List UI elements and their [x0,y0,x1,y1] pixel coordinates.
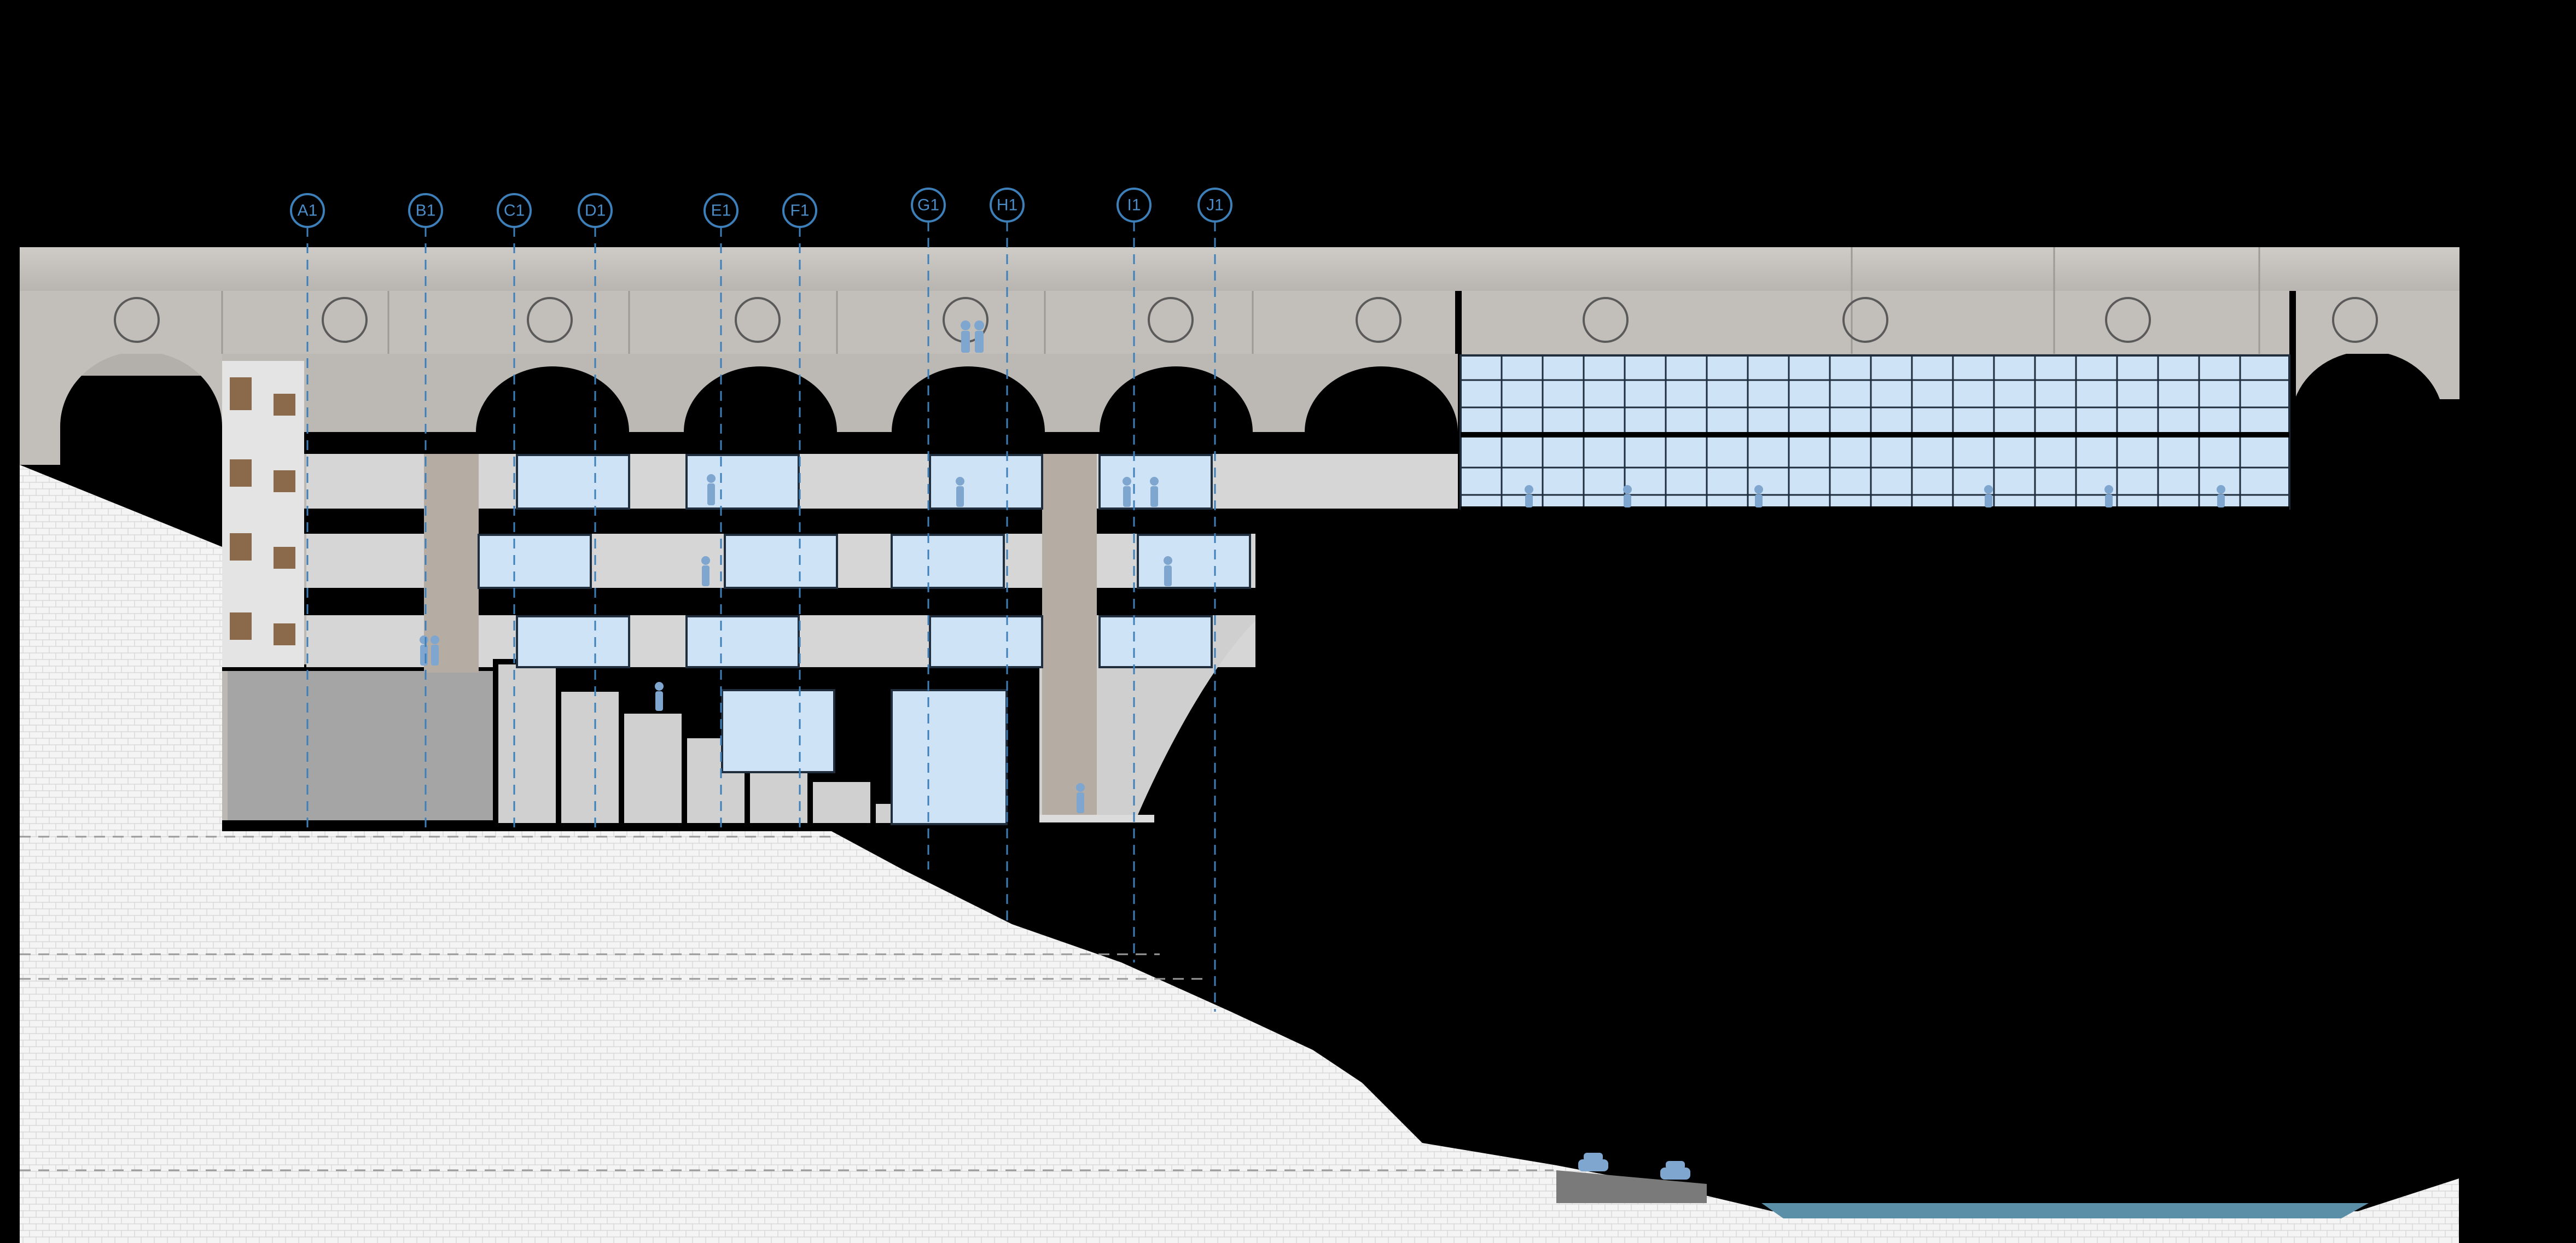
round-window-icon [735,297,781,343]
grid-label: H1 [997,196,1017,214]
grid-bubble-i1: I1 [1117,188,1152,223]
glass-panel [685,454,800,510]
glass-panel [891,689,1008,825]
person-figure-icon [1984,485,1993,507]
grid-label: D1 [585,202,606,220]
grid-label: E1 [711,202,731,220]
person-figure-icon [1150,477,1159,507]
person-figure-icon [701,556,710,586]
ground-fill [20,465,2459,1243]
round-window-icon [1356,297,1402,343]
person-figure-icon [1754,485,1763,507]
road-ramp [1556,1170,1707,1203]
glass-panel [1137,534,1251,589]
grid-label: C1 [504,202,525,220]
person-figure-icon [1623,485,1632,507]
grid-label: A1 [298,202,318,220]
terrain [20,465,2459,1243]
person-figure-icon [707,474,716,505]
person-figure-icon [956,477,964,507]
glazing [478,354,2290,825]
bridge-parapet [20,291,2459,354]
person-figure-icon [420,635,428,666]
person-figure-icon [1123,477,1131,507]
grid-bubble-e1: E1 [703,193,739,228]
building-body [222,354,1458,831]
structural-grid: A1 B1 C1 D1 E1 F1 G1 H1 I1 J1 [290,188,1232,1012]
bridge-deck [20,247,2459,291]
glass-panel [516,454,630,510]
grid-bubble-h1: H1 [990,188,1025,223]
glass-panel [685,615,800,668]
cars [1578,1153,1690,1180]
grid-label: I1 [1127,196,1141,214]
left-arch [20,351,222,547]
round-window-icon [322,297,368,343]
round-window-icon [1583,297,1629,343]
round-window-icon [2332,297,2378,343]
grid-label: F1 [790,202,809,220]
person-figure-icon [961,320,970,353]
grid-bubble-a1: A1 [290,193,325,228]
glass-panel [1098,615,1213,668]
glass-panel [929,454,1043,510]
round-window-icon [1148,297,1194,343]
car-icon [1660,1161,1690,1180]
glass-panel [516,615,630,668]
round-window-icon [1842,297,1888,343]
level-lines [20,836,1554,1171]
person-figure-icon [974,320,984,353]
grid-bubble-c1: C1 [497,193,532,228]
person-figure-icon [431,635,439,666]
grid-label: J1 [1206,196,1224,214]
glass-panel [929,615,1043,668]
car-icon [1578,1153,1608,1171]
grid-bubble-j1: J1 [1197,188,1232,223]
round-windows [114,297,2378,343]
grid-bubble-d1: D1 [578,193,613,228]
grid-label: G1 [917,196,939,214]
round-window-icon [527,297,573,343]
stepped-seating [493,659,931,828]
person-figure-icon [655,682,664,711]
person-figure-icon [2104,485,2113,507]
round-window-icon [2105,297,2151,343]
person-figure-icon [2217,485,2225,507]
grid-bubble-f1: F1 [782,193,817,228]
person-figure-icon [1164,556,1172,586]
round-window-icon [114,297,160,343]
person-figure-icon [1076,783,1085,813]
person-figure-icon [1525,485,1533,507]
water-channel [1761,1203,2369,1218]
grid-bubble-b1: B1 [408,193,443,228]
glass-panel [891,534,1005,589]
glass-panel [724,534,838,589]
glass-panel [721,689,835,773]
grid-label: B1 [416,202,436,220]
right-arch [2292,351,2459,399]
glass-panel [478,534,592,589]
stair-core [222,361,304,667]
grid-bubble-g1: G1 [911,188,946,223]
